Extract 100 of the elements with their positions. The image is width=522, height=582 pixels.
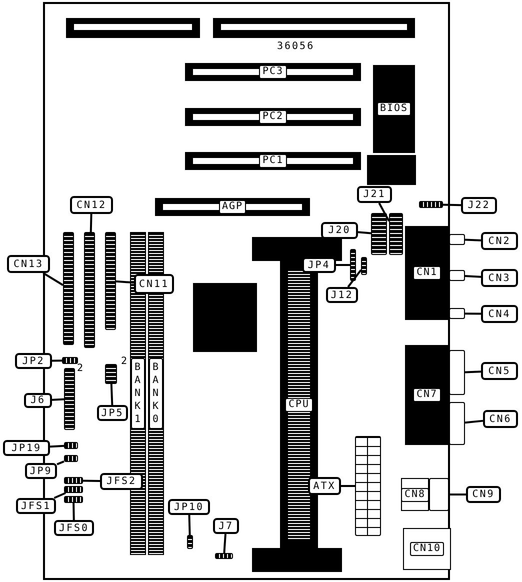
leader-line (110, 384, 114, 406)
pin-header (389, 213, 403, 255)
callout-label: J7 (213, 518, 239, 534)
pin-number: 2 (77, 363, 85, 374)
callout-label: CN3 (481, 269, 518, 287)
callout-label: JP5 (97, 405, 128, 421)
pin-header (64, 477, 83, 484)
callout-label: J21 (357, 186, 392, 203)
part-label: CN7 (413, 388, 441, 402)
leader-line (464, 420, 484, 424)
callout-label: CN12 (70, 196, 113, 214)
pin-header (419, 201, 443, 208)
leader-line (116, 280, 134, 284)
part-label: CPU (285, 398, 313, 412)
callout-label: JFS0 (54, 520, 94, 536)
callout-label: CN11 (134, 274, 174, 294)
pin-header (64, 368, 75, 430)
callout-label: J22 (461, 197, 497, 214)
leader-line (52, 360, 62, 362)
callout-label: J20 (321, 222, 358, 239)
port-connector (403, 528, 451, 570)
leader-line (449, 494, 466, 496)
callout-label: CN9 (466, 486, 501, 503)
port-connector (449, 270, 465, 281)
port-connector (449, 308, 465, 319)
leader-line (223, 534, 226, 554)
leader-line (188, 514, 191, 536)
part-label: BANK0 (149, 358, 163, 429)
expansion-slot (185, 152, 361, 170)
expansion-slot (185, 63, 361, 81)
pin-number: 2 (121, 356, 129, 367)
callout-label: CN4 (481, 305, 518, 323)
pin-header (64, 455, 78, 462)
leader-line (464, 238, 482, 242)
port-connector (429, 478, 449, 511)
power-connector (355, 436, 381, 536)
chip (373, 65, 415, 153)
pin-header (64, 486, 83, 493)
callout-label: CN13 (7, 255, 50, 273)
leader-line (90, 214, 92, 232)
part-label: AGP (218, 200, 246, 214)
pin-header (64, 496, 83, 503)
d-sub-connector (405, 345, 449, 445)
pin-header (62, 357, 78, 364)
callout-label: CN5 (481, 362, 518, 380)
pin-header (84, 232, 95, 348)
part-label: BIOS (376, 102, 412, 116)
callout-label: JP2 (15, 353, 52, 369)
callout-label: JP10 (168, 499, 210, 515)
part-label: PC1 (259, 154, 287, 168)
d-sub-connector (405, 226, 449, 320)
leader-line (82, 480, 100, 482)
pin-header (350, 249, 356, 281)
leader-line (347, 269, 362, 288)
callout-label: JP9 (25, 463, 57, 479)
part-label: CN1 (413, 266, 441, 280)
part-label: CN10 (410, 542, 444, 556)
leader-line (442, 204, 462, 206)
pin-header (105, 232, 116, 330)
expansion-slot (185, 108, 361, 126)
leader-line (54, 492, 66, 499)
pin-header (63, 232, 74, 345)
leader-line (56, 460, 64, 466)
port-connector (401, 478, 429, 511)
leader-line (464, 312, 482, 315)
leader-line (72, 502, 75, 520)
leader-line (341, 485, 355, 487)
leader-line (464, 370, 482, 374)
callout-label: JP19 (3, 440, 50, 456)
pin-header (371, 213, 387, 255)
leader-line (336, 264, 350, 266)
callout-label: JP4 (302, 257, 336, 273)
leader-line (378, 202, 390, 222)
pin-header (64, 442, 78, 449)
port-connector (449, 234, 465, 245)
port-connector (449, 402, 465, 445)
callout-label: CN2 (481, 232, 518, 250)
leader-line (50, 444, 64, 448)
pin-header (361, 257, 367, 275)
leader-line (464, 274, 482, 278)
part-label: BANK1 (131, 358, 145, 429)
callout-label: JFS1 (16, 498, 56, 514)
expansion-slot (213, 18, 415, 38)
expansion-slot (155, 198, 310, 216)
pin-header (215, 553, 233, 559)
leader-line (52, 398, 64, 401)
leader-line (42, 272, 64, 286)
expansion-slot (66, 18, 200, 38)
pin-header (105, 364, 117, 384)
leader-line (358, 231, 372, 234)
board-number: 36056 (277, 41, 315, 52)
callout-label: JFS2 (100, 473, 143, 490)
callout-label: ATX (308, 477, 341, 495)
callout-label: CN6 (483, 410, 518, 428)
port-connector (449, 350, 465, 395)
pin-header (187, 535, 193, 549)
part-label: CN8 (401, 488, 429, 502)
part-label: PC2 (259, 110, 287, 124)
callout-label: J12 (326, 287, 358, 303)
callout-label: J6 (24, 393, 52, 408)
